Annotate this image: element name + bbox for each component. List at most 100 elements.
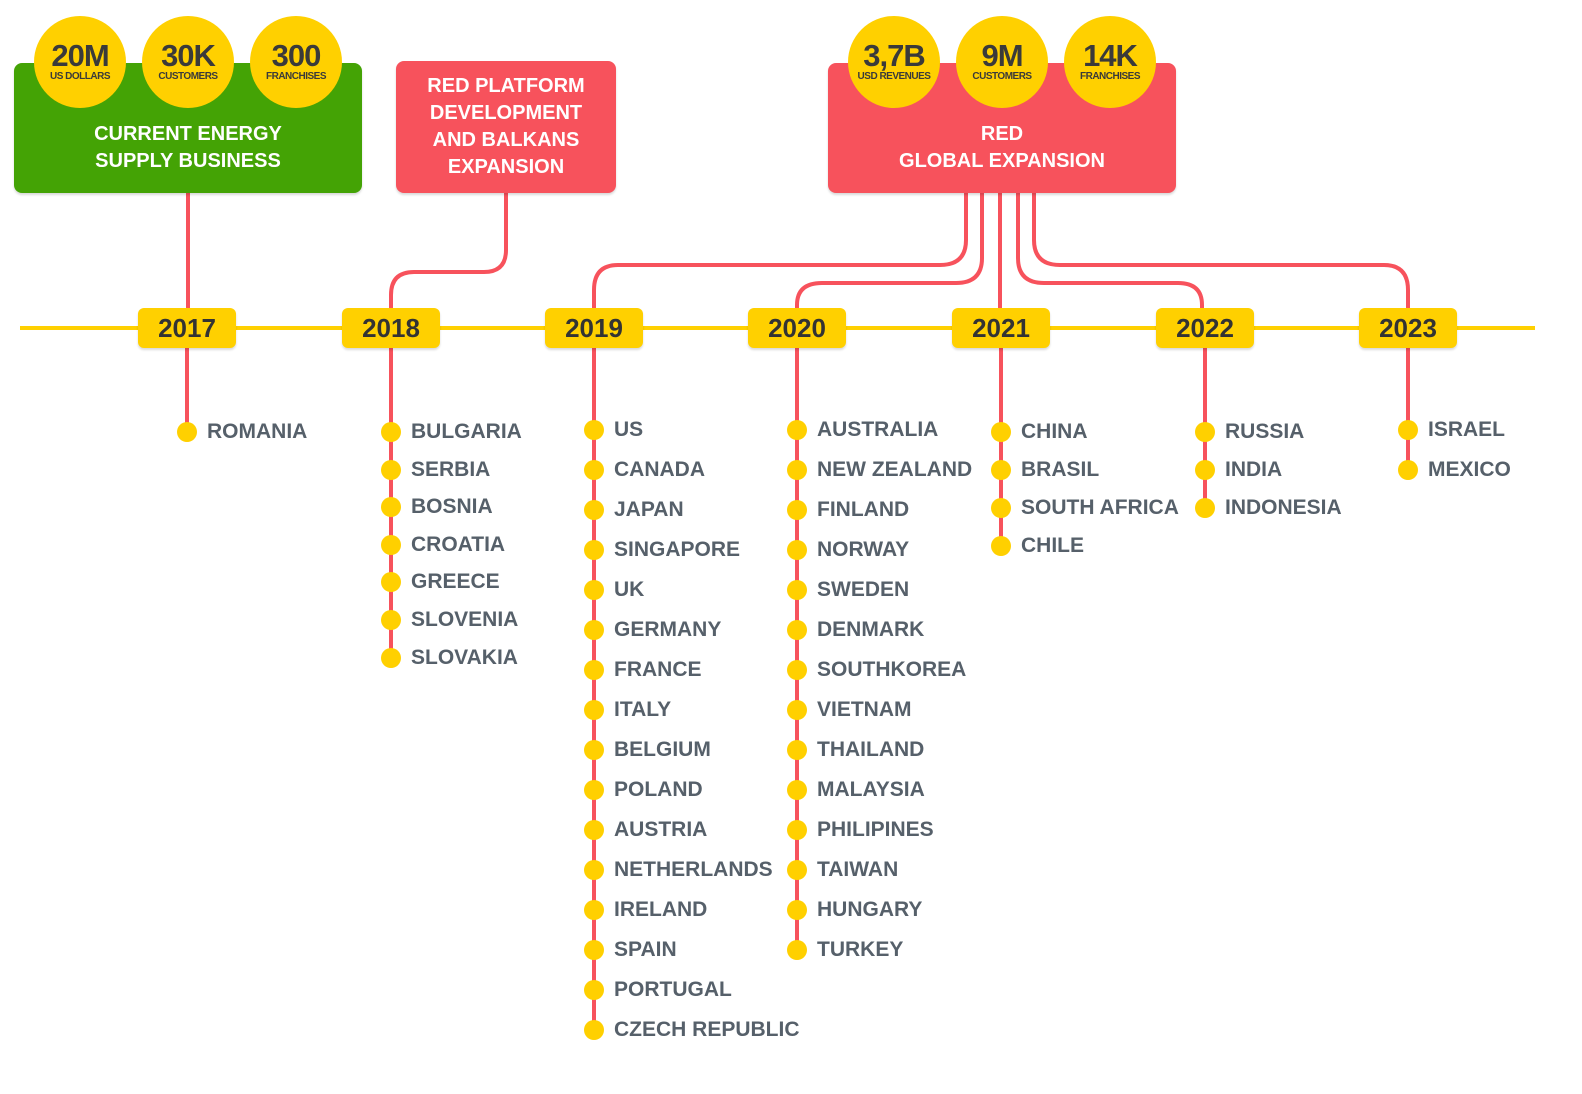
bullet-dot-icon <box>787 820 807 840</box>
country-name: BELGIUM <box>614 738 711 761</box>
bullet-dot-icon <box>787 860 807 880</box>
country-name: AUSTRALIA <box>817 418 939 441</box>
country-item: CHILE <box>991 534 1084 558</box>
bullet-dot-icon <box>787 940 807 960</box>
bullet-dot-icon <box>787 620 807 640</box>
bullet-dot-icon <box>584 700 604 720</box>
country-item: AUSTRIA <box>584 818 708 842</box>
country-item: BULGARIA <box>381 420 522 444</box>
country-name: THAILAND <box>817 738 925 761</box>
country-item: IRELAND <box>584 898 708 922</box>
bullet-dot-icon <box>991 460 1011 480</box>
bullet-dot-icon <box>991 536 1011 556</box>
connector-2023 <box>1032 190 1410 310</box>
country-name: PORTUGAL <box>614 978 732 1001</box>
bullet-dot-icon <box>1398 460 1418 480</box>
bullet-dot-icon <box>584 1020 604 1040</box>
box-title: DEVELOPMENT <box>429 102 583 124</box>
box-title: CURRENT ENERGY <box>94 123 282 145</box>
country-name: AUSTRIA <box>614 818 708 841</box>
bullet-dot-icon <box>584 820 604 840</box>
country-item: CHINA <box>991 420 1088 444</box>
box-title: RED <box>980 123 1024 145</box>
country-item: NORWAY <box>787 538 910 562</box>
bullet-dot-icon <box>381 534 401 555</box>
country-name: SWEDEN <box>817 578 910 601</box>
bullet-dot-icon <box>1195 498 1215 518</box>
bullet-dot-icon <box>381 572 401 593</box>
bullet-dot-icon <box>1398 420 1418 440</box>
box-title: RED PLATFORM <box>427 75 585 97</box>
stat-value: 3,7B <box>863 38 925 73</box>
stat-label: FRANCHISES <box>265 71 327 82</box>
connector-2020 <box>795 190 984 310</box>
bullet-dot-icon <box>381 497 401 518</box>
bullet-dot-icon <box>787 500 807 520</box>
bullet-dot-icon <box>787 660 807 680</box>
country-item: CZECH REPUBLIC <box>584 1018 800 1042</box>
country-name: MALAYSIA <box>817 778 925 801</box>
country-item: NETHERLANDS <box>584 858 773 882</box>
stat-value: 14K <box>1083 38 1138 73</box>
country-name: ROMANIA <box>207 420 308 443</box>
bullet-dot-icon <box>584 940 604 960</box>
country-item: US <box>584 418 643 442</box>
country-item: GREECE <box>381 570 500 594</box>
country-item: BRASIL <box>991 458 1099 482</box>
bullet-dot-icon <box>787 540 807 560</box>
country-name: POLAND <box>614 778 703 801</box>
country-name: GERMANY <box>614 618 722 641</box>
year-badge-2017: 2017 <box>138 308 236 348</box>
box-title: GLOBAL EXPANSION <box>899 150 1105 172</box>
country-item: RUSSIA <box>1195 420 1305 444</box>
country-name: ISRAEL <box>1428 418 1506 441</box>
country-name: NEW ZEALAND <box>817 458 973 481</box>
stat-label: CUSTOMERS <box>972 71 1032 82</box>
country-name: TURKEY <box>817 938 904 961</box>
bullet-dot-icon <box>787 740 807 760</box>
country-name: MEXICO <box>1428 458 1511 481</box>
bullet-dot-icon <box>787 900 807 920</box>
country-name: INDIA <box>1225 458 1283 481</box>
country-item: SERBIA <box>381 458 490 482</box>
bullet-dot-icon <box>787 580 807 600</box>
country-name: SPAIN <box>614 938 677 961</box>
country-item: SINGAPORE <box>584 538 740 562</box>
bullet-dot-icon <box>787 460 807 480</box>
country-item: PORTUGAL <box>584 978 732 1002</box>
bullet-dot-icon <box>787 700 807 720</box>
year-badge-2019: 2019 <box>545 308 643 348</box>
country-name: GREECE <box>411 570 500 594</box>
country-name: NORWAY <box>817 538 910 561</box>
country-name: HUNGARY <box>817 898 923 921</box>
year-badge-2023: 2023 <box>1359 308 1457 348</box>
country-name: UK <box>614 578 645 601</box>
country-name: CROATIA <box>411 532 506 556</box>
country-item: SLOVAKIA <box>381 645 518 670</box>
stat-label: FRANCHISES <box>1079 71 1141 82</box>
bullet-dot-icon <box>381 422 401 442</box>
country-name: RUSSIA <box>1225 420 1305 443</box>
country-name: SLOVAKIA <box>411 645 518 669</box>
bullet-dot-icon <box>584 900 604 920</box>
country-item: CANADA <box>584 458 705 482</box>
country-name: FINLAND <box>817 498 910 521</box>
country-item: PHILIPINES <box>787 818 934 842</box>
country-name: IRELAND <box>614 898 708 921</box>
bullet-dot-icon <box>584 980 604 1000</box>
country-name: CHILE <box>1021 534 1084 557</box>
bullet-dot-icon <box>1195 422 1215 442</box>
stat-value: 30K <box>161 38 216 73</box>
red-platform-box: RED PLATFORM DEVELOPMENT AND BALKANS EXP… <box>396 61 616 193</box>
country-name: PHILIPINES <box>817 818 934 841</box>
bullet-dot-icon <box>584 860 604 880</box>
country-item: BOSNIA <box>381 495 493 519</box>
country-item: NEW ZEALAND <box>787 458 973 482</box>
country-item: HUNGARY <box>787 898 923 922</box>
bullet-dot-icon <box>787 420 807 440</box>
country-item: THAILAND <box>787 738 925 762</box>
country-name: BOSNIA <box>411 495 493 519</box>
